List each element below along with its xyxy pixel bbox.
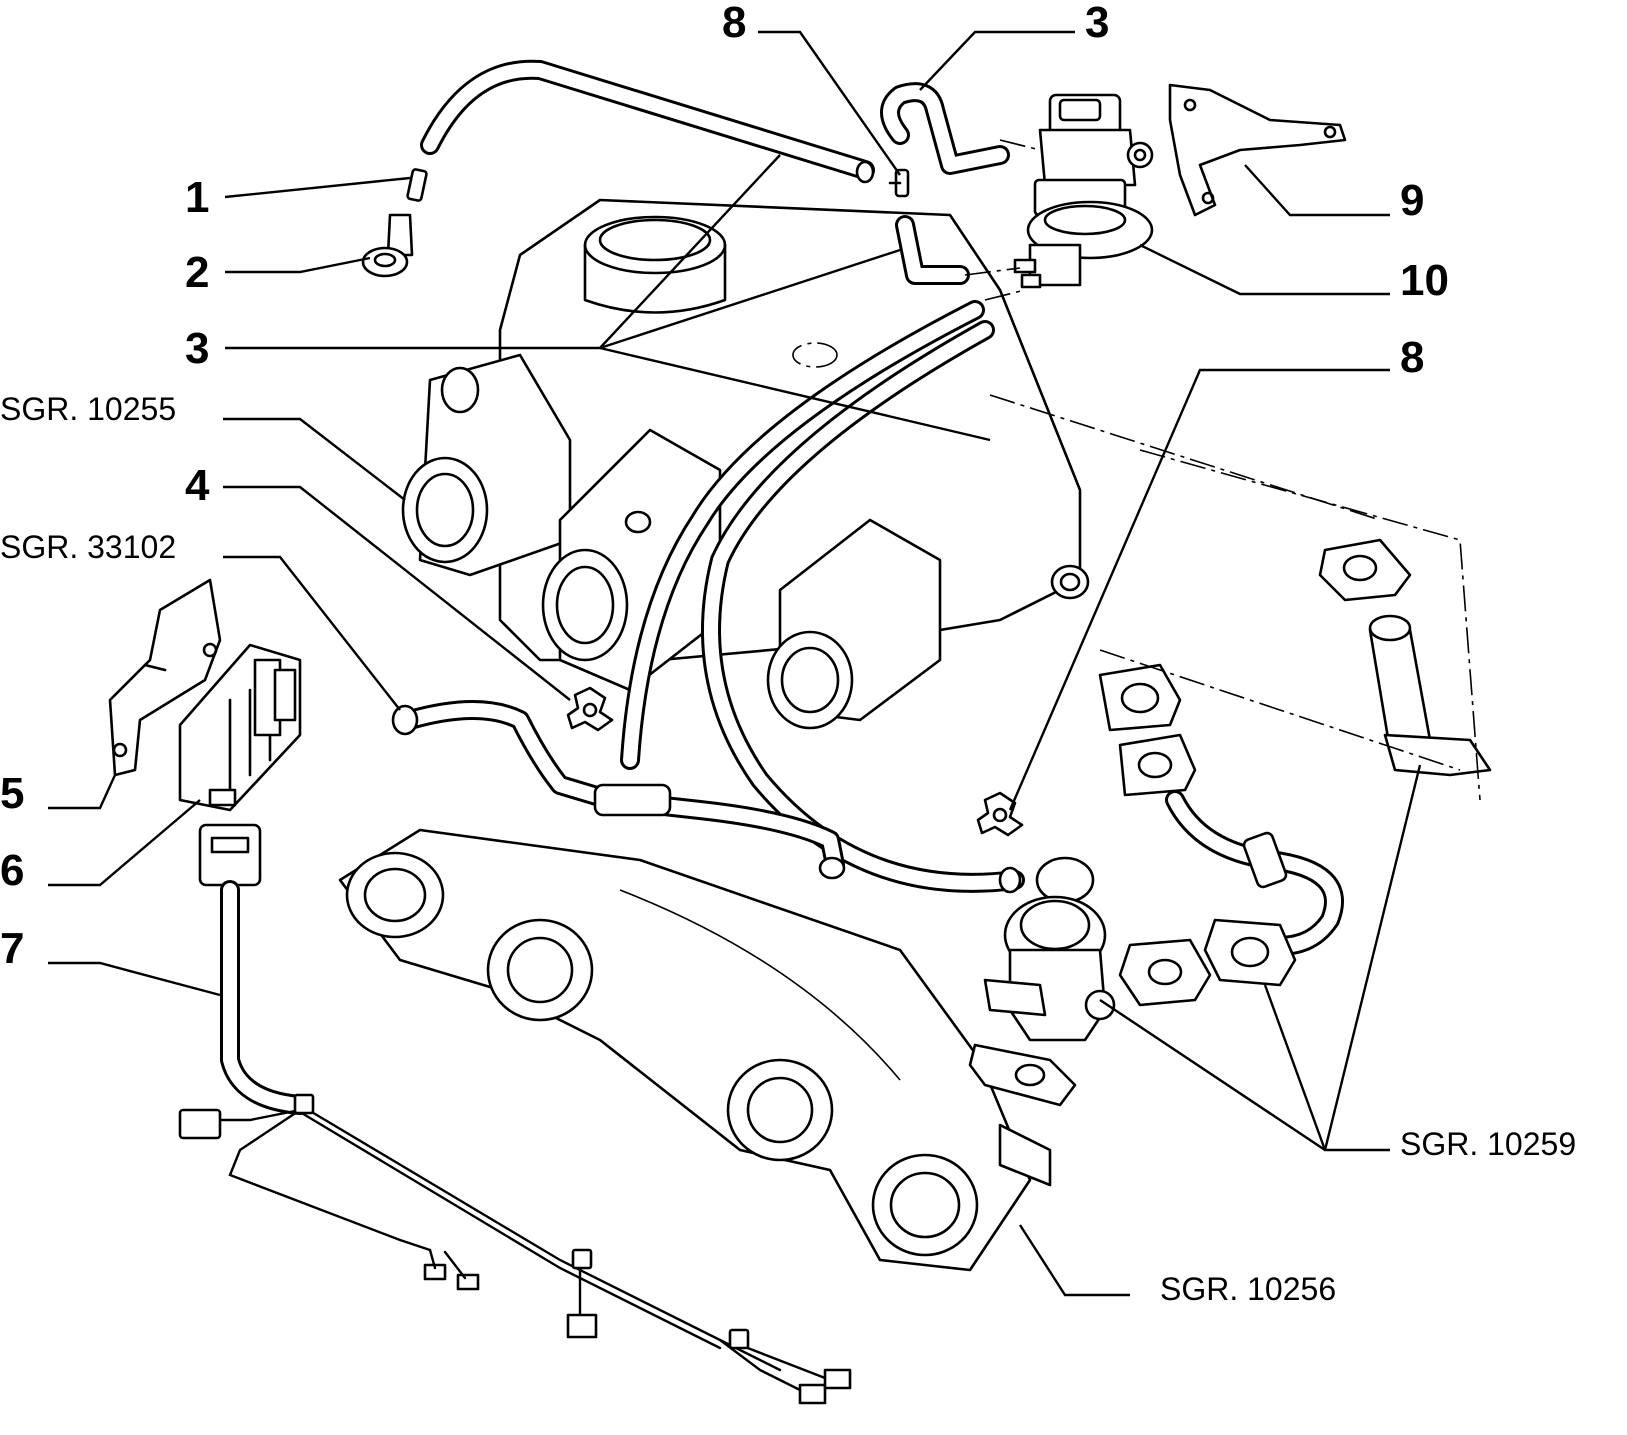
ref-sgr-10256: SGR. 10256 [1160, 1271, 1336, 1307]
connector-1 [406, 168, 428, 202]
label-2: 2 [185, 248, 209, 297]
egr-valve [968, 856, 1116, 1107]
ref-sgr-10255: SGR. 10255 [0, 391, 176, 427]
label-6: 6 [0, 846, 24, 895]
wiring-harness-7 [178, 823, 852, 1405]
leader-lines [48, 30, 1422, 1297]
label-9: 9 [1400, 176, 1424, 225]
egr-solenoid-10 [964, 93, 1154, 301]
top-hose [420, 59, 875, 184]
relay-6 [178, 643, 302, 812]
ref-sgr-33102: SGR. 33102 [0, 529, 176, 565]
clip-8-top [888, 168, 910, 198]
label-4: 4 [185, 461, 210, 510]
label-1: 1 [185, 173, 209, 222]
label-3-top: 3 [1085, 0, 1109, 47]
vacuum-hoses [620, 300, 1025, 894]
exhaust-manifold [338, 828, 1052, 1272]
label-8-top: 8 [722, 0, 746, 47]
bolt-2 [361, 213, 414, 278]
clip-8-right [976, 791, 1024, 837]
part-labels: 1 2 3 4 5 6 7 8 3 9 10 8 SGR. 10255 SGR.… [0, 0, 1576, 1307]
clip-4 [566, 686, 614, 732]
hose-3-lower [895, 215, 970, 285]
label-7: 7 [0, 924, 24, 973]
label-3-left: 3 [185, 324, 209, 373]
bracket-9 [1168, 83, 1347, 217]
ref-sgr-10259: SGR. 10259 [1400, 1126, 1576, 1162]
label-10: 10 [1400, 256, 1449, 305]
relay-bracket-5 [108, 578, 222, 777]
label-8-right: 8 [1400, 333, 1424, 382]
hose-3-upper [880, 82, 1010, 175]
label-5: 5 [0, 769, 24, 818]
egr-pipe [989, 394, 1492, 1007]
filter-hose [391, 700, 846, 880]
